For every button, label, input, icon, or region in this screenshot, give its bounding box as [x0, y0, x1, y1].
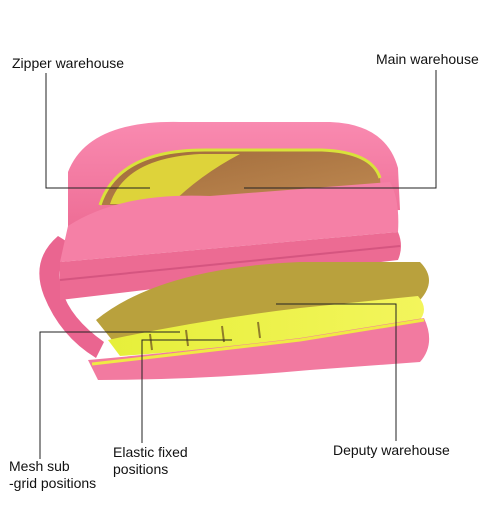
- zipper-warehouse-label: Zipper warehouse: [12, 55, 125, 71]
- leader-lines: [39, 70, 437, 459]
- leader-zipper-warehouse: [45, 73, 150, 189]
- main-warehouse-label: Main warehouse: [376, 51, 479, 67]
- main-zipper-track: [98, 148, 382, 206]
- middle-zipper-seam: [59, 245, 401, 281]
- elastic-fixed-positions-label: Elastic fixed positions: [113, 444, 188, 478]
- elastic-fixed-line-1: Elastic fixed: [113, 444, 188, 460]
- mesh-sub-grid-line-1: Mesh sub: [9, 458, 70, 474]
- elastic-holders: [149, 321, 261, 351]
- deputy-warehouse-label: Deputy warehouse: [333, 442, 450, 458]
- leader-main-warehouse: [244, 70, 437, 189]
- mesh-sub-grid-positions-label: Mesh sub -grid positions: [9, 458, 96, 492]
- lower-zipper-edge: [91, 318, 425, 366]
- elastic-fixed-line-2: positions: [113, 461, 169, 477]
- bag-middle-band: [60, 232, 401, 300]
- leader-deputy-warehouse: [276, 303, 397, 441]
- leader-mesh-sub-grid: [39, 331, 180, 459]
- leader-elastic-fixed: [141, 339, 232, 443]
- mesh-sub-grid-line-2: -grid positions: [9, 475, 97, 491]
- wrist-strap: [39, 236, 105, 358]
- zipper-pocket-lining: [110, 154, 240, 205]
- upper-front-flap: [60, 182, 399, 262]
